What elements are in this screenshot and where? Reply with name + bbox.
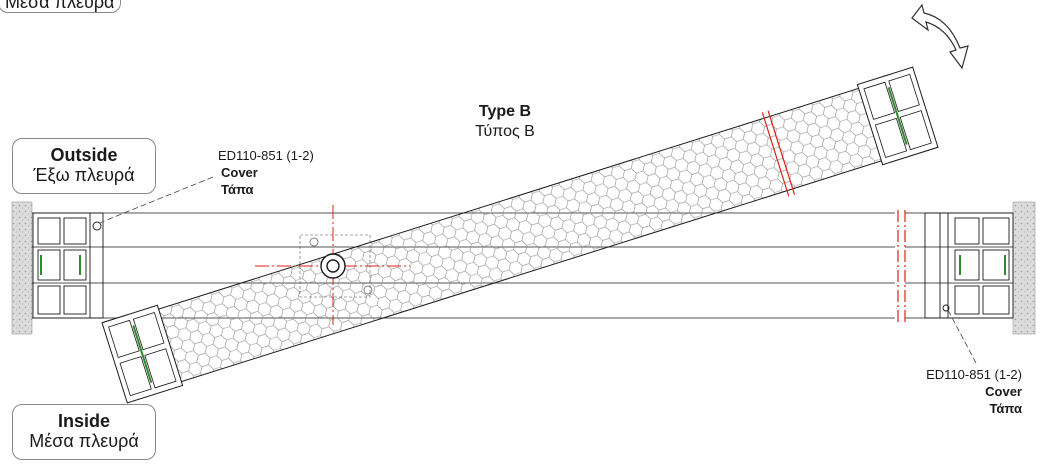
rotate-arrow-icon xyxy=(911,3,969,70)
cover-note-top-en: Cover xyxy=(221,165,258,180)
top-left-fragment: Μέσα πλευρά xyxy=(0,0,122,13)
door-leaf xyxy=(101,66,939,404)
right-frame-profile xyxy=(924,212,1014,319)
inside-label-gr: Μέσα πλευρά xyxy=(29,431,139,451)
top-left-fragment-text: Μέσα πλευρά xyxy=(5,0,115,12)
type-title-en: Type B xyxy=(478,103,532,120)
outside-label-en: Outside xyxy=(50,145,118,165)
left-wall xyxy=(11,201,33,335)
cover-note-top: ED110-851 (1-2) Cover Τάπα xyxy=(218,147,314,198)
cover-note-bottom-en: Cover xyxy=(985,384,1022,399)
cover-note-top-code: ED110-851 (1-2) xyxy=(218,148,314,163)
right-wall xyxy=(1012,201,1036,335)
cover-note-bottom-gr: Τάπα xyxy=(989,401,1022,416)
cover-note-bottom-code: ED110-851 (1-2) xyxy=(926,367,1022,382)
cover-note-top-gr: Τάπα xyxy=(221,182,254,197)
pivot-icon xyxy=(255,205,410,325)
type-title-gr: Τύπος B xyxy=(475,123,535,140)
inside-label: Inside Μέσα πλευρά xyxy=(12,404,156,460)
inside-label-en: Inside xyxy=(57,411,110,431)
outside-label-gr: Έξω πλευρά xyxy=(33,165,135,185)
cover-note-bottom: ED110-851 (1-2) Cover Τάπα xyxy=(900,366,1022,417)
frame-break-marks xyxy=(897,210,906,322)
outside-label: Outside Έξω πλευρά xyxy=(12,138,156,194)
left-frame-profile xyxy=(32,212,104,319)
leader-lines xyxy=(96,176,977,364)
type-title: Type B Τύπος B xyxy=(445,102,565,142)
